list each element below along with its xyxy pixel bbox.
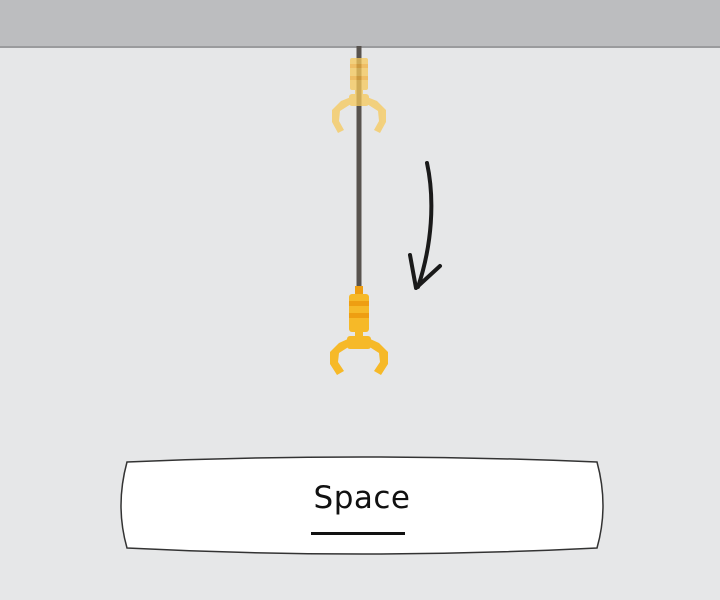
claw-start-icon bbox=[332, 58, 386, 133]
claw-end-icon bbox=[330, 286, 388, 375]
curved-down-arrow-icon bbox=[408, 161, 442, 290]
space-key-label: Space bbox=[313, 480, 411, 516]
space-key-shape bbox=[120, 456, 604, 555]
space-key-button[interactable]: Space bbox=[117, 456, 607, 556]
space-key-underline bbox=[311, 532, 405, 535]
